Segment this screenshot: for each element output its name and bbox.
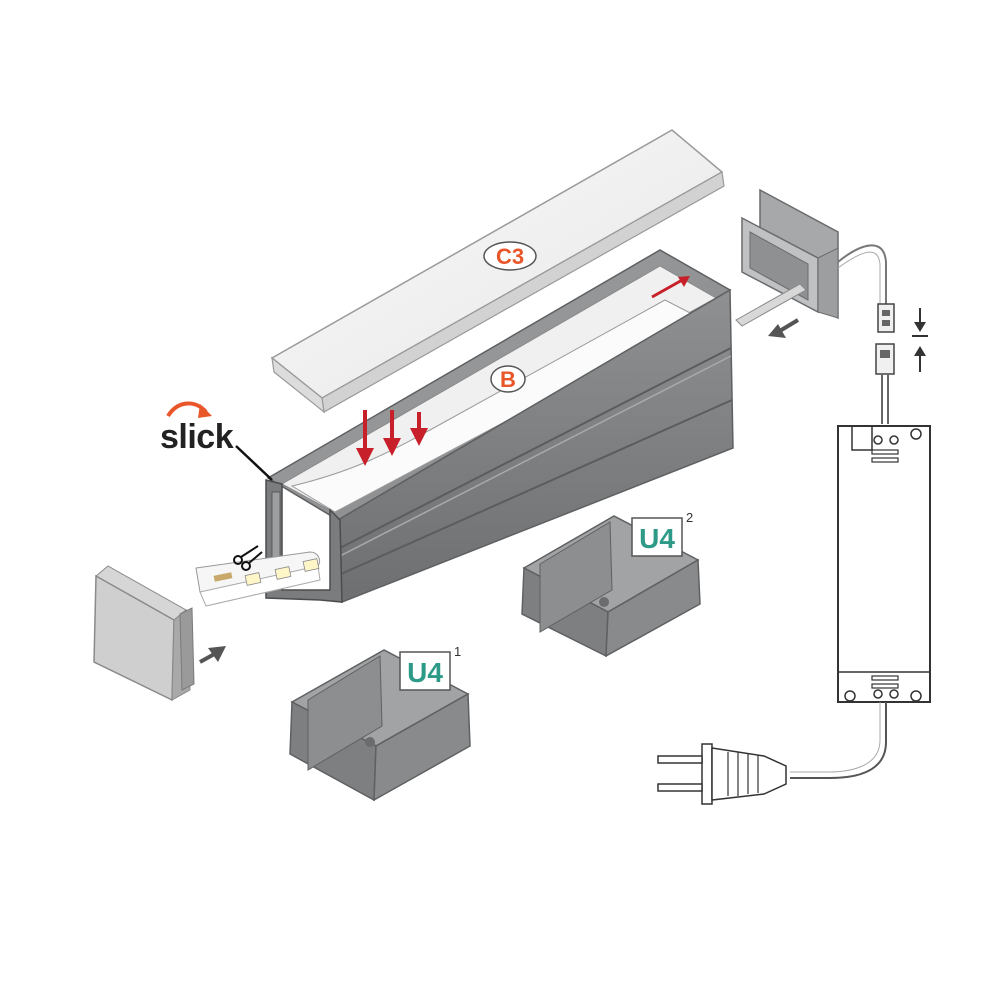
connector-plug-bottom (875, 343, 895, 424)
mounting-clip-2-index: 2 (686, 510, 693, 525)
slick-logo: slick (160, 401, 273, 481)
brand-label: slick (160, 418, 234, 456)
power-supply (837, 425, 931, 703)
aluminium-profile: B (265, 249, 734, 604)
mains-cable (790, 702, 887, 779)
mounting-clip-1-label: U4 (407, 657, 443, 688)
tape-label: B (500, 367, 516, 392)
cover-label-badge (483, 241, 537, 271)
mounting-clip-1-index: 1 (454, 644, 461, 659)
scissors-icon (233, 545, 263, 571)
plug-icon (657, 743, 787, 805)
tape-label-badge (490, 365, 526, 393)
end-cap-right (735, 188, 839, 327)
mounting-clip-1 (289, 649, 471, 802)
mounting-clip-2-label: U4 (639, 523, 675, 554)
slide-arrow-icon (651, 276, 690, 299)
led-strip (195, 551, 321, 607)
compress-arrows-icon (912, 308, 928, 372)
mounting-clip-1-tag: U4 1 (399, 644, 461, 691)
cable (837, 244, 887, 306)
press-down-arrows-icon (356, 410, 428, 466)
mounting-clip-2-tag: U4 2 (631, 510, 693, 557)
cover-label: C3 (496, 244, 524, 269)
connector-plug-top (877, 303, 895, 333)
end-cap-left (93, 565, 195, 702)
diffuser-cover: C3 (270, 129, 725, 414)
insert-arrow-icon (199, 646, 226, 664)
insert-arrow-icon-right (768, 318, 800, 338)
